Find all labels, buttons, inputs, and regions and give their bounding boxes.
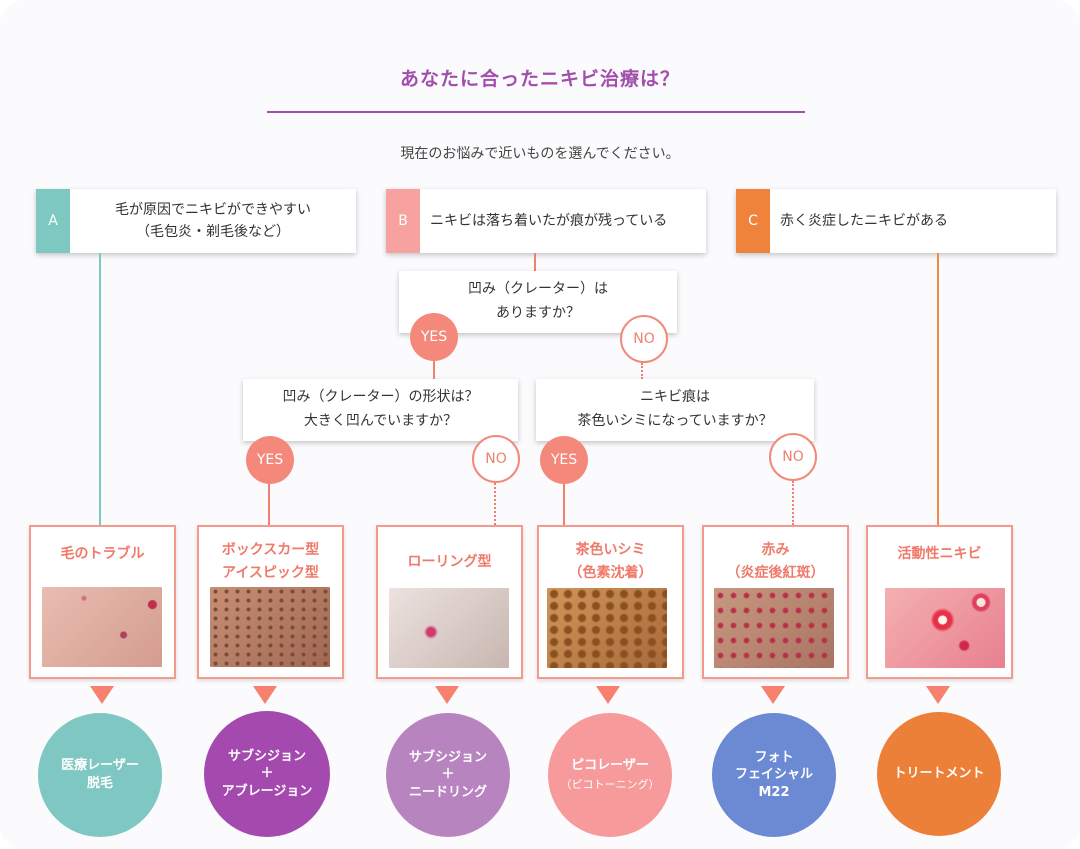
page-title: あなたに合ったニキビ治療は？ — [399, 68, 680, 90]
result-title-line1: 赤み — [761, 542, 790, 558]
treatment-line1: サブシジョン — [227, 748, 306, 764]
result-title: ボックスカー型アイスピック型 — [199, 539, 342, 585]
skin-photo — [714, 588, 834, 668]
treatment-laser-hair-removal[interactable]: 医療レーザー 脱毛 — [38, 713, 162, 837]
connector-line — [937, 253, 939, 525]
result-hair-trouble[interactable]: 毛のトラブル — [29, 525, 176, 679]
treatment-subcision-needling[interactable]: サブシジョン ＋ ニードリング — [386, 713, 510, 837]
down-arrow-icon — [435, 686, 459, 704]
result-title: 赤み （炎症後紅斑） — [704, 539, 847, 585]
result-title-line2: （炎症後紅斑） — [726, 565, 825, 582]
category-c[interactable]: C 赤く炎症したニキビがある — [736, 189, 1056, 253]
result-title-line2: （色素沈着） — [568, 565, 653, 582]
treatment-subcision-abrasion[interactable]: サブシジョン ＋ アブレージョン — [204, 711, 330, 837]
connector-line — [534, 253, 536, 271]
question-crater-shape: 凹み（クレーター）の形状は？ 大きく凹んでいますか？ — [243, 379, 518, 441]
treatment-line2: フェイシャル — [734, 767, 813, 783]
category-label: 赤く炎症したニキビがある — [780, 212, 948, 229]
result-boxcar-icepick[interactable]: ボックスカー型アイスピック型 — [197, 525, 344, 679]
question-line: 大きく凹んでいますか？ — [303, 413, 458, 429]
result-active-acne[interactable]: 活動性ニキビ — [866, 525, 1013, 679]
connector-line — [268, 484, 270, 525]
down-arrow-icon — [90, 686, 114, 704]
connector-dotted — [494, 483, 496, 525]
skin-photo — [885, 588, 1005, 668]
result-title: ローリング型 — [378, 551, 521, 574]
category-letter: C — [736, 189, 770, 253]
question-brown-spot: ニキビ痕は 茶色いシミになっていますか？ — [536, 379, 814, 441]
connector-line — [563, 484, 565, 525]
question-line: 凹み（クレーター）は — [468, 281, 608, 298]
connector-line — [433, 361, 435, 379]
treatment-line3: ニードリング — [408, 784, 487, 800]
down-arrow-icon — [253, 686, 277, 704]
treatment-line1: フォト — [754, 749, 794, 765]
connector-dotted — [641, 363, 643, 379]
treatment-line1: サブシジョン — [408, 749, 487, 765]
result-title-line2: アイスピック型 — [222, 565, 319, 582]
question-line: ニキビ痕は — [640, 389, 710, 406]
result-title-line1: 茶色いシミ — [575, 542, 646, 558]
result-title-line1: ボックスカー型 — [221, 542, 320, 558]
connector-dotted — [792, 481, 794, 525]
treatment-line2: ＋ — [441, 767, 455, 783]
yes-badge: YES — [410, 313, 458, 361]
yes-badge: YES — [540, 436, 588, 484]
result-title-line1: ローリング型 — [407, 554, 492, 570]
treatment-line2: ＋ — [260, 766, 274, 782]
skin-photo — [547, 588, 667, 668]
result-title: 茶色いシミ （色素沈着） — [539, 539, 682, 585]
treatment-treatment[interactable]: トリートメント — [877, 712, 1001, 836]
result-title: 活動性ニキビ — [868, 543, 1011, 566]
category-label: 毛が原因でニキビができやすい （毛包炎・剃毛後など） — [70, 189, 356, 253]
category-letter: A — [36, 189, 70, 253]
treatment-sub: （ピコトーニング） — [560, 777, 660, 791]
connector-line — [99, 253, 101, 525]
down-arrow-icon — [926, 686, 950, 704]
down-arrow-icon — [761, 686, 785, 704]
treatment-line2: 脱毛 — [86, 776, 113, 791]
result-brown-spot[interactable]: 茶色いシミ （色素沈着） — [537, 525, 684, 679]
treatment-line3: M22 — [758, 784, 790, 800]
treatment-line3: アブレージョン — [221, 783, 313, 799]
treatment-photofacial-m22[interactable]: フォト フェイシャル M22 — [712, 713, 836, 837]
yes-badge: YES — [246, 436, 294, 484]
question-line: 茶色いシミになっていますか？ — [577, 413, 773, 429]
treatment-line1: 医療レーザー — [61, 758, 139, 774]
category-label: ニキビは落ち着いたが痕が残っている — [430, 212, 668, 229]
treatment-line1: ピコレーザー — [571, 758, 649, 774]
skin-photo — [389, 588, 509, 668]
skin-photo — [210, 587, 330, 667]
page-subtitle: 現在のお悩みで近いものを選んでください。 — [400, 146, 680, 162]
result-rolling[interactable]: ローリング型 — [376, 525, 523, 679]
result-title: 毛のトラブル — [31, 543, 174, 566]
no-badge: NO — [620, 315, 668, 363]
no-badge: NO — [769, 433, 817, 481]
question-line: 凹み（クレーター）の形状は？ — [282, 389, 479, 406]
result-title-line1: 活動性ニキビ — [897, 546, 982, 562]
down-arrow-icon — [596, 686, 620, 704]
no-badge: NO — [472, 435, 520, 483]
question-line: ありますか？ — [496, 305, 580, 321]
category-b[interactable]: B ニキビは落ち着いたが痕が残っている — [386, 189, 706, 253]
result-redness[interactable]: 赤み （炎症後紅斑） — [702, 525, 849, 679]
title-underline — [267, 111, 805, 113]
skin-photo — [42, 587, 162, 667]
treatment-line1: トリートメント — [893, 766, 985, 782]
category-label-line1: 毛が原因でニキビができやすい — [115, 201, 311, 218]
category-letter: B — [386, 189, 420, 253]
category-a[interactable]: A 毛が原因でニキビができやすい （毛包炎・剃毛後など） — [36, 189, 356, 253]
category-label-line2: （毛包炎・剃毛後など） — [136, 224, 290, 240]
treatment-pico-laser[interactable]: ピコレーザー （ピコトーニング） — [548, 713, 672, 837]
result-title-line1: 毛のトラブル — [60, 546, 145, 562]
